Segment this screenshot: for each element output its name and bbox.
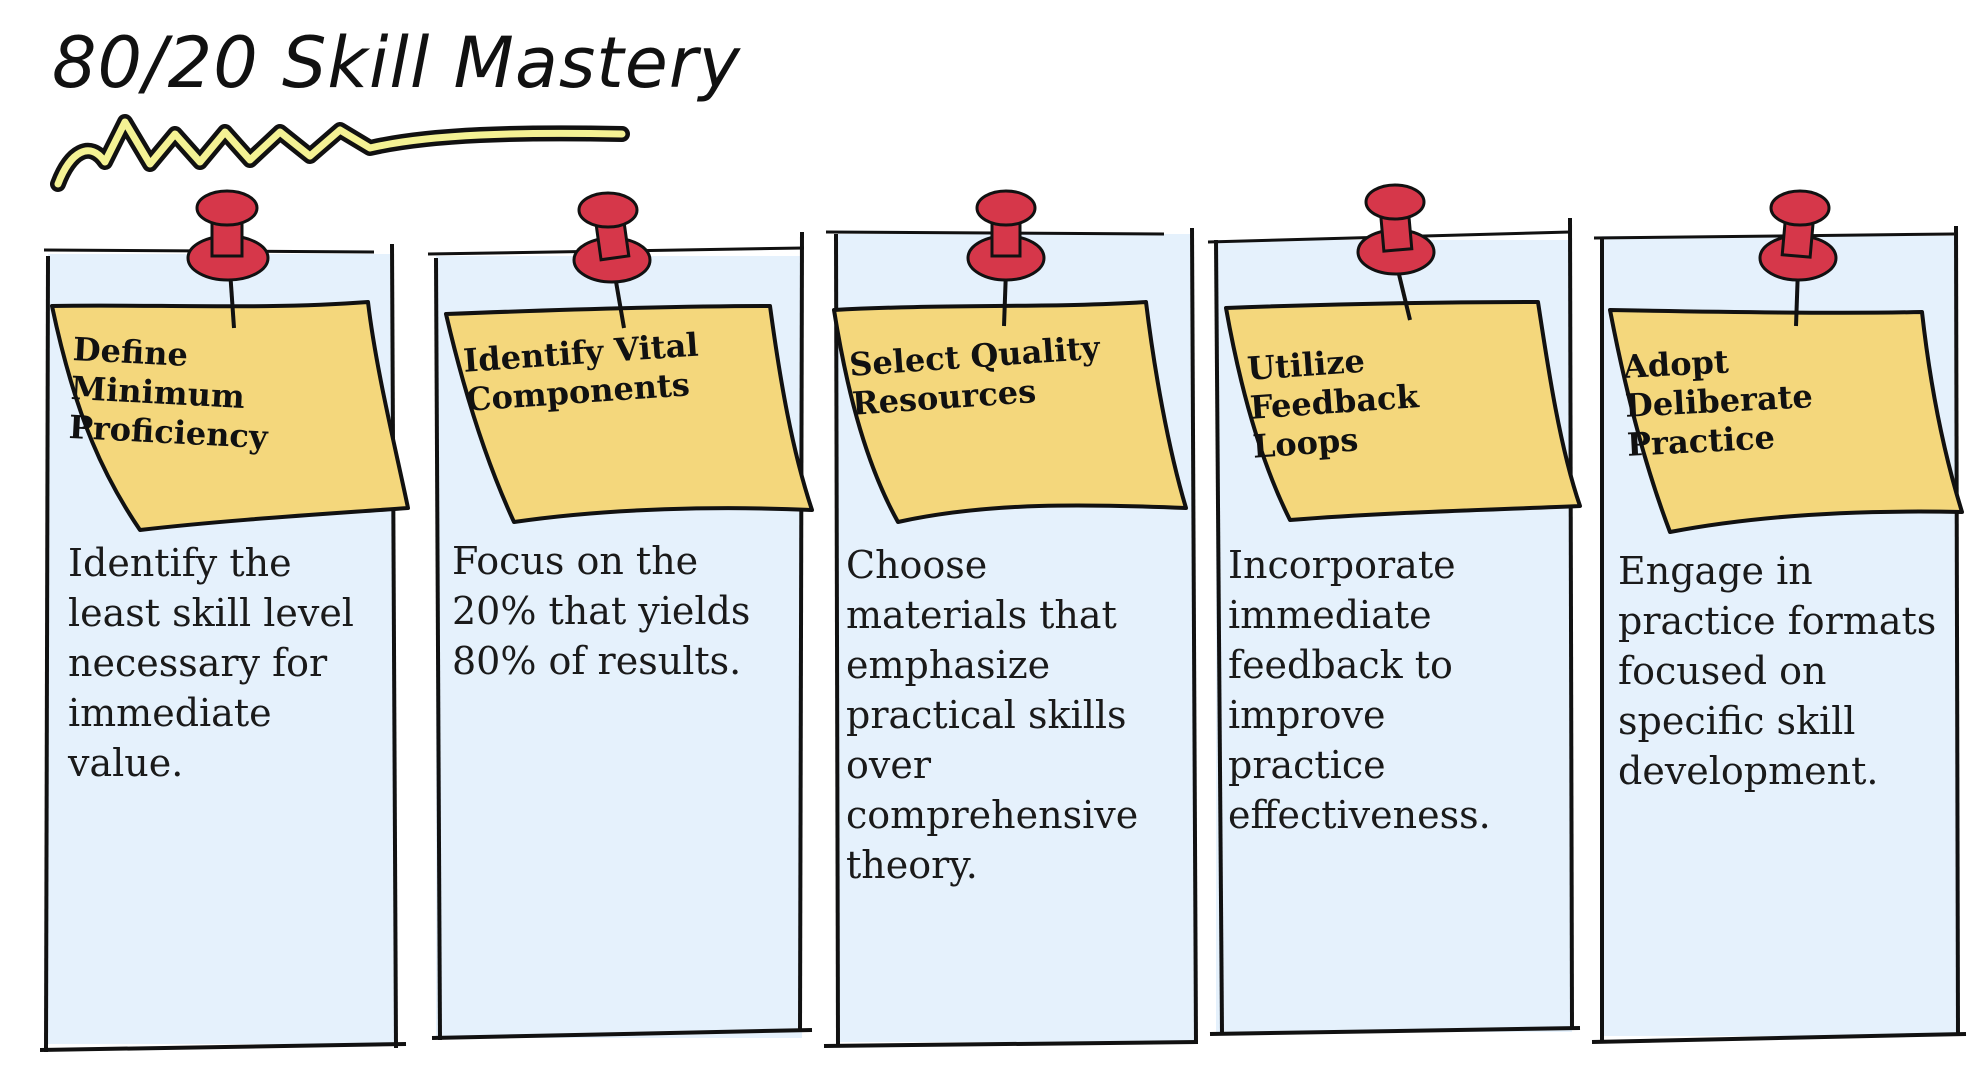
description-line: immediate xyxy=(1228,593,1432,637)
step-description: Incorporate immediate feedback to improv… xyxy=(1228,540,1491,840)
step-card-5: Adopt Deliberate Practice Engage in prac… xyxy=(1590,189,1970,1054)
sticky-note xyxy=(444,304,814,524)
description-line: specific skill xyxy=(1618,699,1856,743)
description-line: practical skills xyxy=(846,693,1127,737)
description-line: emphasize xyxy=(846,643,1051,687)
description-line: practice formats xyxy=(1618,599,1937,643)
description-line: theory. xyxy=(846,843,978,887)
description-line: feedback to xyxy=(1228,643,1453,687)
step-description: Focus on the 20% that yields 80% of resu… xyxy=(452,536,750,686)
description-line: Focus on the xyxy=(452,539,699,583)
sticky-note xyxy=(1608,308,1964,534)
description-line: least skill level xyxy=(68,591,354,635)
description-line: Engage in xyxy=(1618,549,1813,593)
step-heading: Adopt Deliberate Practice xyxy=(1622,338,1816,465)
description-line: materials that xyxy=(846,593,1117,637)
push-pin-icon xyxy=(572,191,652,329)
sticky-note xyxy=(832,300,1188,524)
description-line: effectiveness. xyxy=(1228,793,1491,837)
sticky-note xyxy=(1224,300,1582,522)
step-description: Engage in practice formats focused on sp… xyxy=(1618,546,1936,796)
description-line: improve xyxy=(1228,693,1386,737)
description-line: Choose xyxy=(846,543,988,587)
step-card-4: Utilize Feedback Loops Incorporate immed… xyxy=(1206,183,1586,1048)
step-heading: Define Minimum Proficiency xyxy=(68,330,273,457)
step-heading: Utilize Feedback Loops xyxy=(1246,338,1423,466)
push-pin-icon xyxy=(1356,183,1436,321)
push-pin-icon xyxy=(966,189,1046,327)
description-line: over xyxy=(846,743,931,787)
description-line: practice xyxy=(1228,743,1386,787)
description-line: 80% of results. xyxy=(452,639,742,683)
description-line: development. xyxy=(1618,749,1879,793)
push-pin-icon xyxy=(186,189,270,329)
description-line: focused on xyxy=(1618,649,1827,693)
step-description: Identify the least skill level necessary… xyxy=(68,538,354,788)
page-title: 80/20 Skill Mastery xyxy=(52,22,742,104)
description-line: comprehensive xyxy=(846,793,1139,837)
step-card-2: Identify Vital Components Focus on the 2… xyxy=(426,191,816,1052)
description-line: immediate xyxy=(68,691,272,735)
description-line: Incorporate xyxy=(1228,543,1456,587)
description-line: 20% that yields xyxy=(452,589,751,633)
description-line: necessary for xyxy=(68,641,328,685)
sticky-note xyxy=(50,300,410,532)
step-description: Choose materials that emphasize practica… xyxy=(846,540,1138,890)
step-card-1: Define Minimum Proficiency Identify the … xyxy=(40,189,410,1060)
description-line: value. xyxy=(68,741,184,785)
description-line: Identify the xyxy=(68,541,292,585)
push-pin-icon xyxy=(1758,189,1838,327)
title-squiggle-underline xyxy=(50,114,630,192)
step-card-3: Select Quality Resources Choose material… xyxy=(822,189,1202,1058)
step-heading: Identify Vital Components xyxy=(462,326,702,420)
